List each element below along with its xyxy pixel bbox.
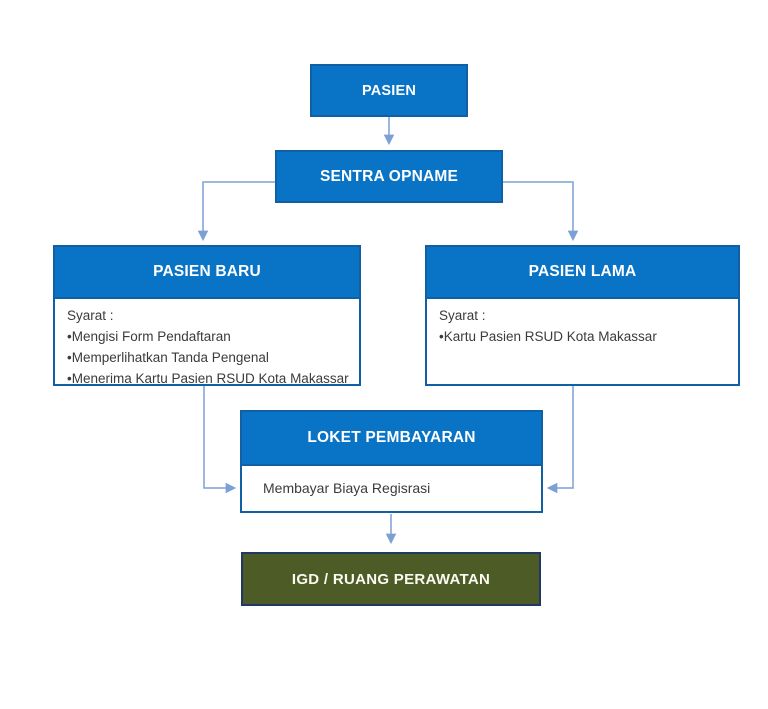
node-pasien-baru-body: Syarat : •Mengisi Form Pendaftaran •Memp… xyxy=(53,297,361,386)
arrow-sentra-to-pasien-lama xyxy=(503,181,579,242)
requirement-item: •Mengisi Form Pendaftaran xyxy=(67,329,231,344)
requirement-item: •Menerima Kartu Pasien RSUD Kota Makassa… xyxy=(67,371,349,386)
arrow-sentra-to-pasien-baru xyxy=(197,181,275,242)
syarat-label: Syarat : xyxy=(67,308,114,323)
node-pasien-lama-header: PASIEN LAMA xyxy=(425,245,740,297)
syarat-label: Syarat : xyxy=(439,308,486,323)
node-pasien-baru-header: PASIEN BARU xyxy=(53,245,361,297)
node-loket-pembayaran-body: Membayar Biaya Regisrasi xyxy=(240,464,543,513)
arrow-pasien-baru-to-loket xyxy=(203,386,237,494)
node-igd-ruang-perawatan: IGD / RUANG PERAWATAN xyxy=(241,552,541,606)
node-loket-pembayaran-header: LOKET PEMBAYARAN xyxy=(240,410,543,464)
node-sentra-opname: SENTRA OPNAME xyxy=(275,150,503,203)
node-pasien: PASIEN xyxy=(310,64,468,117)
requirement-item: •Kartu Pasien RSUD Kota Makassar xyxy=(439,329,657,344)
requirement-item: •Memperlihatkan Tanda Pengenal xyxy=(67,350,269,365)
arrow-pasien-lama-to-loket xyxy=(546,386,574,494)
payment-note: Membayar Biaya Regisrasi xyxy=(263,480,431,496)
node-pasien-lama-body: Syarat : •Kartu Pasien RSUD Kota Makassa… xyxy=(425,297,740,386)
